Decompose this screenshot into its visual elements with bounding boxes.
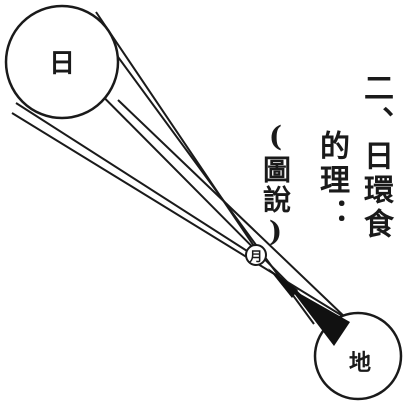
shadow-cone xyxy=(290,288,350,346)
title-line-2: 的理： xyxy=(314,130,349,232)
title-line-1: 二、日環食 xyxy=(358,72,393,242)
shadow-streak xyxy=(268,268,298,298)
sun-label: 日 xyxy=(49,49,75,79)
cross-line-a xyxy=(15,102,259,259)
cross-line-b xyxy=(95,11,259,253)
moon-circle xyxy=(245,244,267,266)
outer-tangent-line-b xyxy=(117,99,373,344)
caption: (圖說) xyxy=(259,120,292,250)
inner-line-a xyxy=(87,15,315,325)
earth-label: 地 xyxy=(349,350,371,376)
moon-label: 月 xyxy=(248,250,262,265)
sun-circle xyxy=(4,4,120,120)
inner-line-b xyxy=(11,112,386,343)
